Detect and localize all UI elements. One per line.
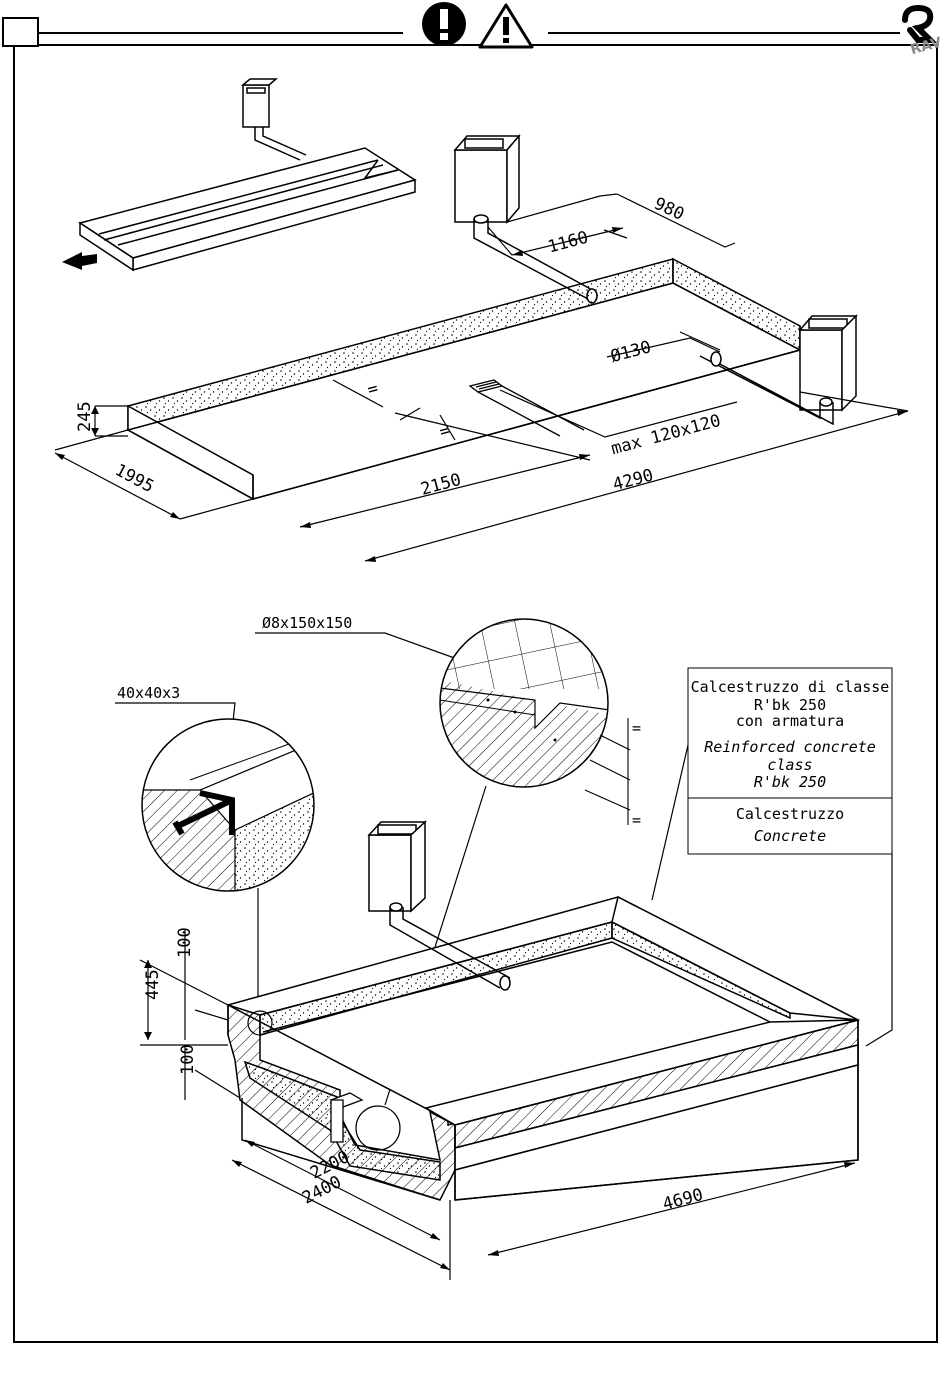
dim-100a: 100 — [175, 927, 195, 958]
detail-mesh — [440, 619, 610, 790]
pit-foundation — [228, 897, 858, 1200]
callout-angle: 40x40x3 — [117, 684, 180, 702]
dim-drain: max 120x120 — [609, 411, 723, 459]
dim-eq-a: = — [365, 379, 380, 401]
dim-1160: 1160 — [546, 228, 591, 258]
detail-angle-iron — [140, 715, 320, 900]
dim-eq-d: = — [632, 811, 641, 829]
legend-reinforced-en-2: class — [767, 756, 812, 774]
dim-4690: 4690 — [661, 1185, 706, 1215]
dim-245: 245 — [75, 401, 95, 432]
dim-980: 980 — [651, 194, 687, 225]
legend-concrete-en: Concrete — [754, 827, 826, 845]
detail-marker-right — [356, 1106, 400, 1150]
dim-445: 445 — [143, 969, 163, 1000]
direction-arrow — [62, 252, 97, 270]
dim-2150: 2150 — [419, 470, 464, 500]
dim-100b: 100 — [178, 1044, 198, 1075]
callout-mesh: Ø8x150x150 — [262, 614, 352, 632]
foundation-slab — [128, 259, 800, 499]
legend-reinforced-it-3: con armatura — [736, 712, 844, 730]
dim-4290: 4290 — [611, 465, 656, 495]
brand-logo: RAV — [905, 8, 944, 58]
legend-reinforced-it-1: Calcestruzzo di classe — [691, 678, 890, 696]
dim-eq-b: = — [437, 421, 452, 443]
page-number-box — [3, 18, 38, 46]
mandatory-icon — [422, 2, 466, 46]
warning-icon — [480, 5, 532, 47]
legend-reinforced-en-3: R'bk 250 — [754, 773, 826, 791]
lift-platform-sketch — [80, 79, 415, 270]
dim-eq-c: = — [632, 719, 641, 737]
legend-reinforced-en-1: Reinforced concrete — [704, 738, 876, 756]
dim-1995: 1995 — [112, 460, 158, 497]
dim-d130: Ø130 — [609, 337, 654, 367]
control-unit-top — [455, 136, 597, 303]
legend-concrete-it: Calcestruzzo — [736, 805, 844, 823]
drain-grate — [470, 380, 584, 436]
